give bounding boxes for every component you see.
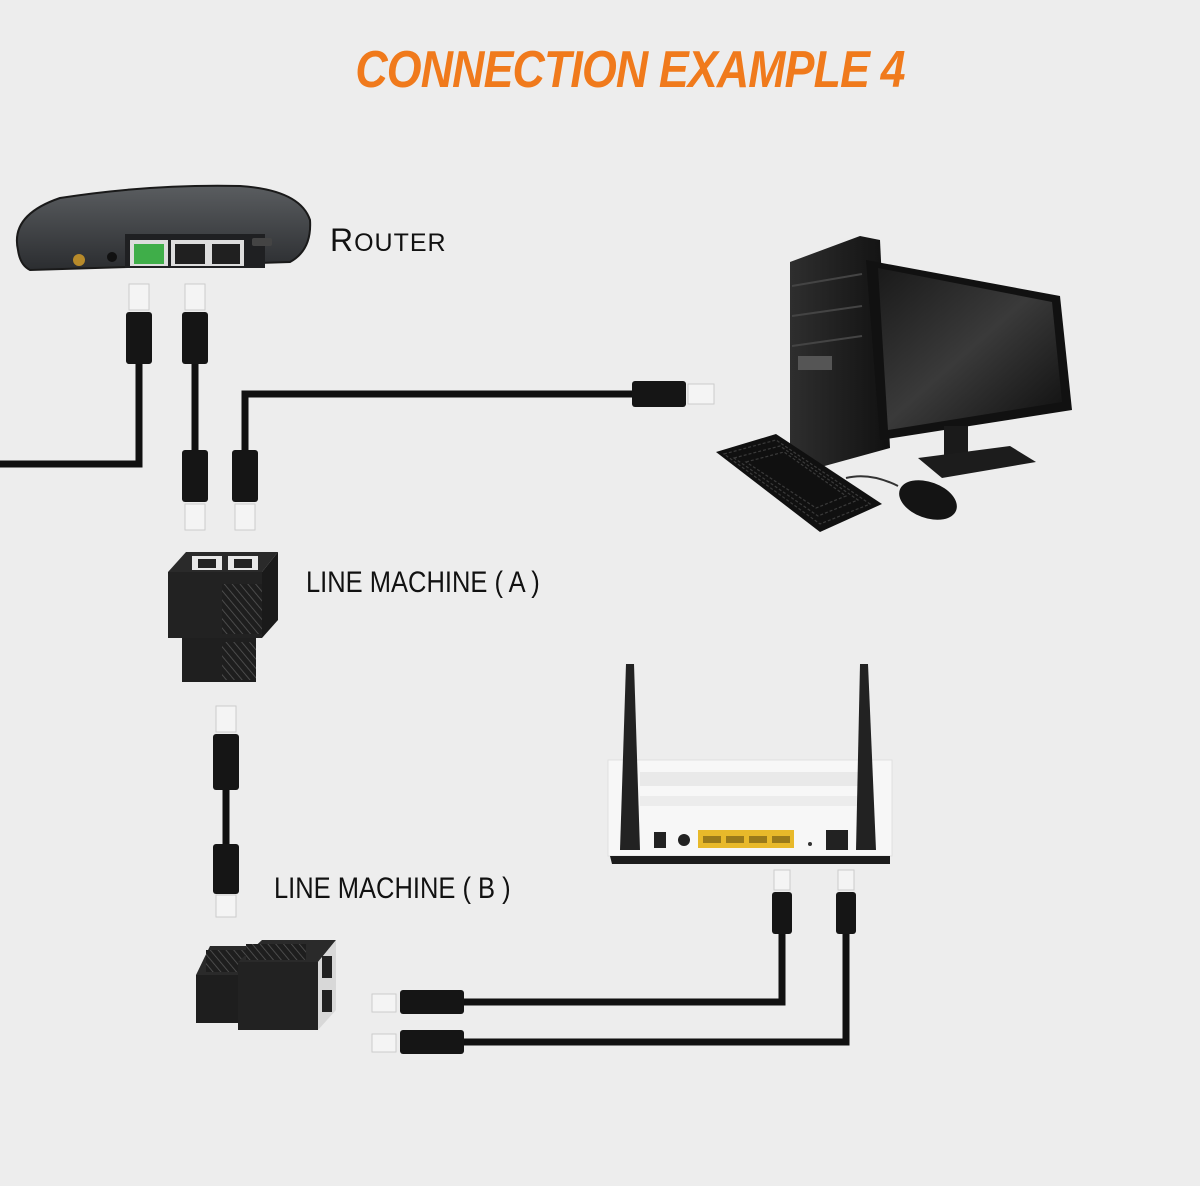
router-label-initial: R xyxy=(330,222,355,258)
computer-keyboard xyxy=(716,434,882,532)
rj45-plug xyxy=(182,450,208,531)
rj45-plugs xyxy=(126,283,856,1054)
cable-splitter-a-to-computer xyxy=(241,390,640,455)
rj45-plug xyxy=(632,381,715,407)
router-label: ROUTER xyxy=(330,222,447,259)
router-label-rest: OUTER xyxy=(354,229,447,257)
router-power-jack xyxy=(107,252,117,262)
wifi-router-icon xyxy=(607,664,893,864)
router-antenna-jack xyxy=(73,254,85,266)
rj45-plug xyxy=(836,869,856,934)
desktop-computer-icon xyxy=(716,236,1072,532)
ethernet-cables xyxy=(0,360,850,1046)
line-machine-b-label: LINE MACHINE ( B ) xyxy=(274,872,511,905)
wifi-router-wan-port xyxy=(826,830,848,850)
rj45-plug xyxy=(126,283,152,364)
wifi-router-antenna-left xyxy=(620,664,640,850)
rj45-plug xyxy=(213,844,239,918)
rj45-plug xyxy=(772,869,792,934)
line-machine-a-label: LINE MACHINE ( A ) xyxy=(306,566,540,599)
rj45-plug xyxy=(371,990,464,1014)
cable-router-to-wan xyxy=(0,360,143,468)
rj45-plug xyxy=(213,705,239,790)
computer-tower xyxy=(790,236,890,470)
splitter-b-icon xyxy=(196,940,336,1030)
wifi-router-lan-ports xyxy=(698,830,794,848)
diagram-title: CONNECTION EXAMPLE 4 xyxy=(355,41,905,99)
wifi-router-antenna-right xyxy=(856,664,876,850)
splitter-a-icon xyxy=(168,552,278,682)
rj45-plug xyxy=(182,283,208,364)
router-icon xyxy=(15,184,312,272)
cable-splitter-b-to-wifi-1 xyxy=(460,930,786,1006)
rj45-plug xyxy=(232,450,258,531)
computer-mouse xyxy=(899,480,957,520)
cable-splitter-b-to-wifi-2 xyxy=(460,930,850,1046)
rj45-plug xyxy=(371,1030,464,1054)
